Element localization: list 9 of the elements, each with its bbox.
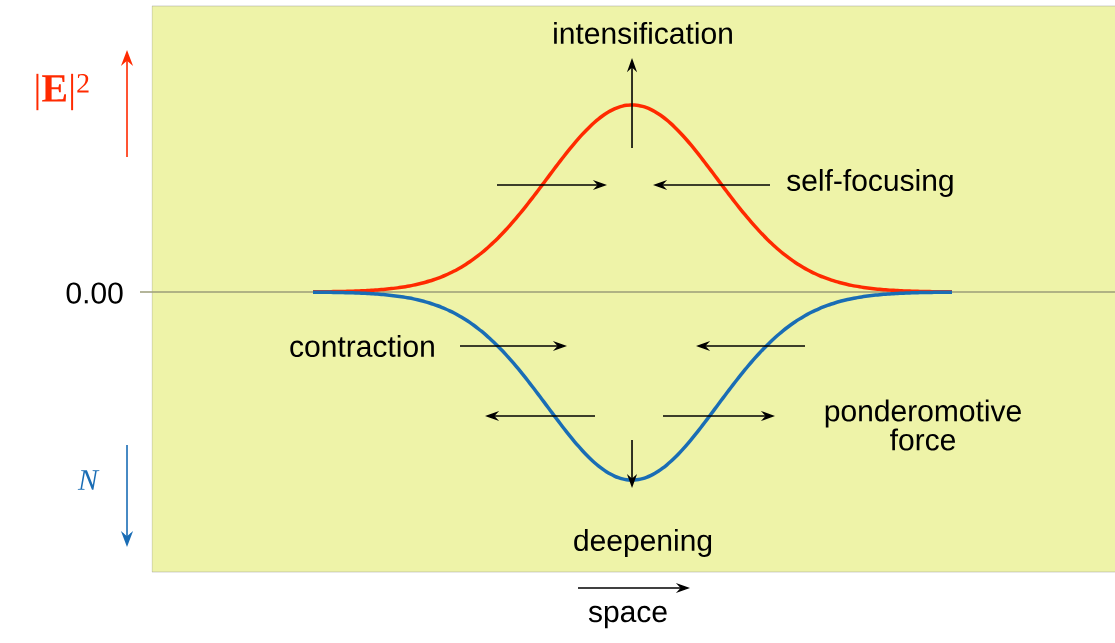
axis-label: |E|$^{2}$ <box>36 73 89 111</box>
annotation-label: self-focusing <box>787 169 953 197</box>
annotation-label: ponderomotive force <box>825 399 1021 451</box>
annotation-label: contraction <box>290 335 434 358</box>
axis-label: space <box>588 605 667 629</box>
annotation-label: deepening <box>574 529 712 557</box>
axis-label: N <box>77 470 100 490</box>
tick-label: 0.00 <box>66 282 123 304</box>
annotation-label: intensification <box>554 22 732 44</box>
